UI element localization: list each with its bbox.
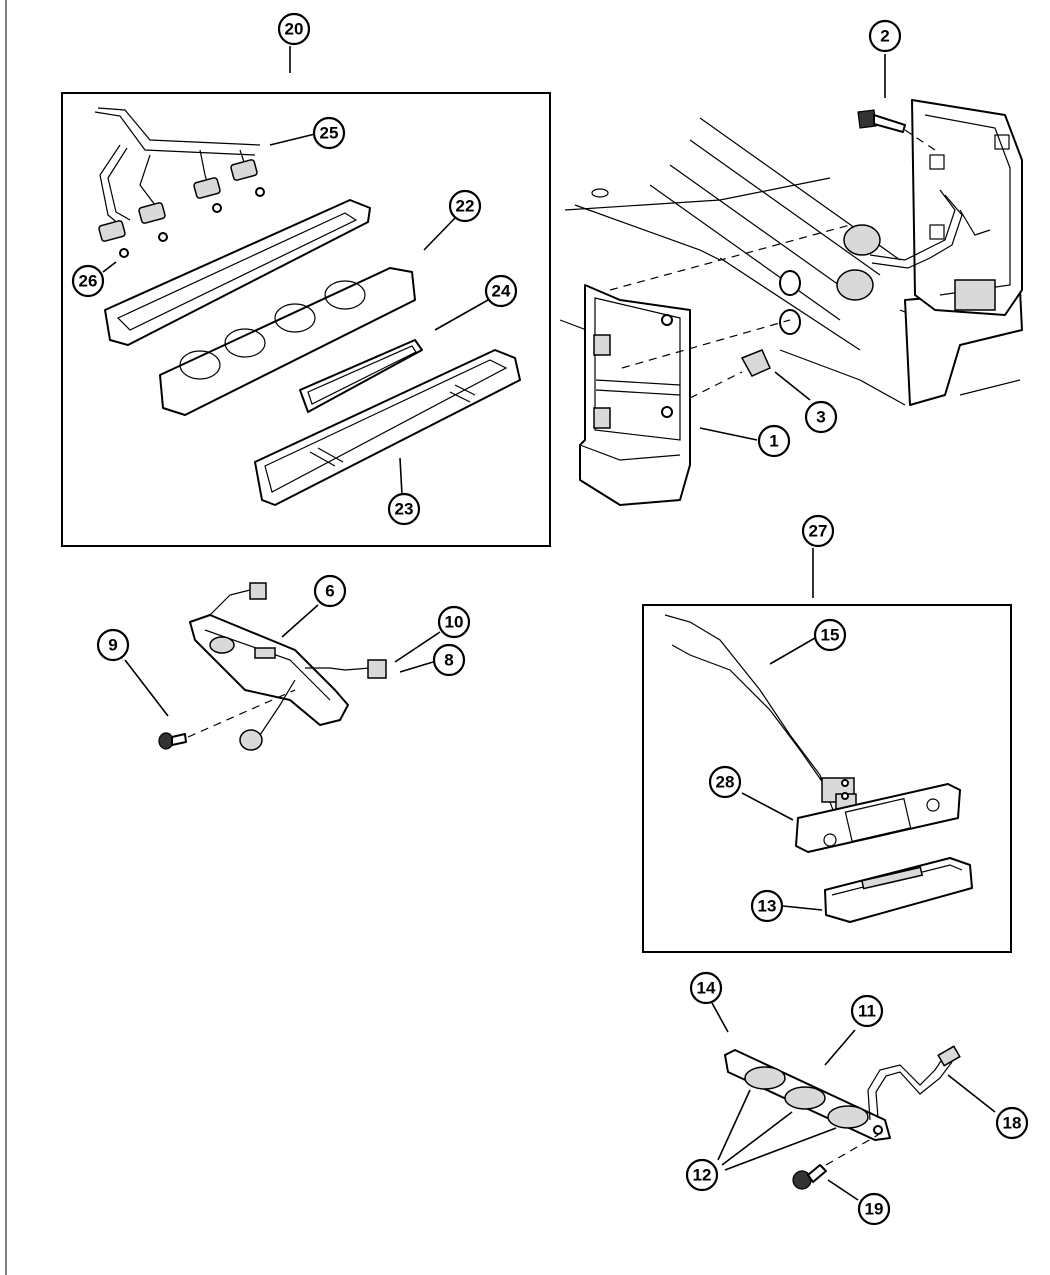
callout-13: 13: [750, 889, 784, 923]
leader-13: [782, 905, 823, 911]
callout-19: 19: [857, 1192, 891, 1226]
callout-27: 27: [801, 514, 835, 548]
callout-3: 3: [804, 400, 838, 434]
group-license-lamp: [124, 582, 441, 751]
callout-28: 28: [708, 765, 742, 799]
callout-label: 8: [444, 651, 453, 670]
leader-11: [824, 1029, 856, 1066]
callout-14: 14: [689, 971, 723, 1005]
callout-9: 9: [96, 628, 130, 662]
callout-label: 2: [880, 27, 889, 46]
leader-26: [102, 261, 117, 273]
leader-12a: [717, 1089, 751, 1161]
leader-10: [394, 631, 441, 663]
leader-23: [399, 457, 403, 496]
leader-24: [434, 299, 489, 331]
part-28-gasket: [795, 783, 961, 853]
part-24-reflector: [299, 339, 423, 413]
callout-label: 9: [108, 636, 117, 655]
part-11-clearance-lamp-bar: [724, 1049, 891, 1141]
leader-3: [774, 371, 811, 401]
group-27-lamp-kit: [642, 548, 1012, 953]
callout-10: 10: [437, 605, 471, 639]
callout-12: 12: [685, 1158, 719, 1192]
group-20-frame: [61, 92, 551, 547]
callout-label: 11: [858, 1002, 876, 1021]
callout-11: 11: [850, 994, 884, 1028]
callout-2: 2: [868, 19, 902, 53]
part-22-lamp-housing: [159, 267, 416, 416]
leader-25: [269, 133, 316, 146]
callout-label: 20: [285, 20, 304, 39]
leader-12c: [724, 1127, 837, 1171]
leader-6: [281, 604, 319, 638]
part-socket-wiring: [779, 189, 991, 335]
part-13-lamp-lens: [824, 857, 973, 923]
part-3-clip: [689, 349, 771, 399]
callout-8: 8: [432, 643, 466, 677]
part-gasket-frame: [104, 199, 371, 346]
leader-15: [769, 637, 816, 665]
part-6-license-lamp-bracket: [189, 614, 349, 726]
callout-label: 25: [320, 124, 339, 143]
callout-24: 24: [484, 274, 518, 308]
callout-label: 26: [79, 272, 98, 291]
part-25-wiring-harness: [94, 107, 265, 258]
part-2-screw: [857, 109, 936, 151]
callout-label: 12: [693, 1166, 712, 1185]
callout-label: 3: [816, 408, 825, 427]
part-15-wiring-pigtail: [664, 614, 857, 811]
callout-label: 23: [395, 500, 414, 519]
leader-19: [827, 1179, 859, 1201]
callout-label: 24: [492, 282, 511, 301]
leader-14: [711, 1002, 729, 1033]
callout-22: 22: [448, 189, 482, 223]
callout-1: 1: [757, 424, 791, 458]
leader-8: [399, 661, 434, 673]
callout-label: 15: [821, 626, 840, 645]
callout-label: 13: [758, 897, 777, 916]
part-bed-pillar-bracket: [911, 99, 1023, 316]
callout-20: 20: [277, 12, 311, 46]
part-9-screw: [158, 689, 296, 750]
leader-18: [947, 1074, 996, 1113]
group-tail-lamp: [559, 54, 1023, 506]
callout-label: 22: [456, 197, 475, 216]
callout-26: 26: [71, 264, 105, 298]
callout-label: 19: [865, 1200, 884, 1219]
callout-25: 25: [312, 116, 346, 150]
leader-12b: [721, 1111, 793, 1166]
truck-bed-outline: [559, 117, 1021, 406]
leader-1: [699, 427, 758, 441]
callout-label: 28: [716, 773, 735, 792]
callout-15: 15: [813, 618, 847, 652]
callout-23: 23: [387, 492, 421, 526]
group-27-frame: [642, 604, 1012, 953]
callout-label: 1: [769, 432, 778, 451]
group-20-high-mount-stop-lamp: [61, 46, 551, 547]
leader-28: [741, 792, 794, 821]
callout-label: 18: [1003, 1114, 1022, 1133]
part-18-harness: [867, 1045, 961, 1121]
callout-18: 18: [995, 1106, 1029, 1140]
part-23-lens: [254, 349, 521, 506]
part-19-screw: [792, 1134, 879, 1190]
callout-label: 6: [325, 582, 334, 601]
callout-label: 27: [809, 522, 828, 541]
part-1-tail-lamp: [579, 224, 851, 506]
leader-22: [423, 217, 456, 251]
group-clearance-lamp: [711, 1002, 996, 1201]
callout-label: 14: [697, 979, 716, 998]
leader-9: [124, 659, 169, 717]
callout-6: 6: [313, 574, 347, 608]
callout-label: 10: [445, 613, 464, 632]
